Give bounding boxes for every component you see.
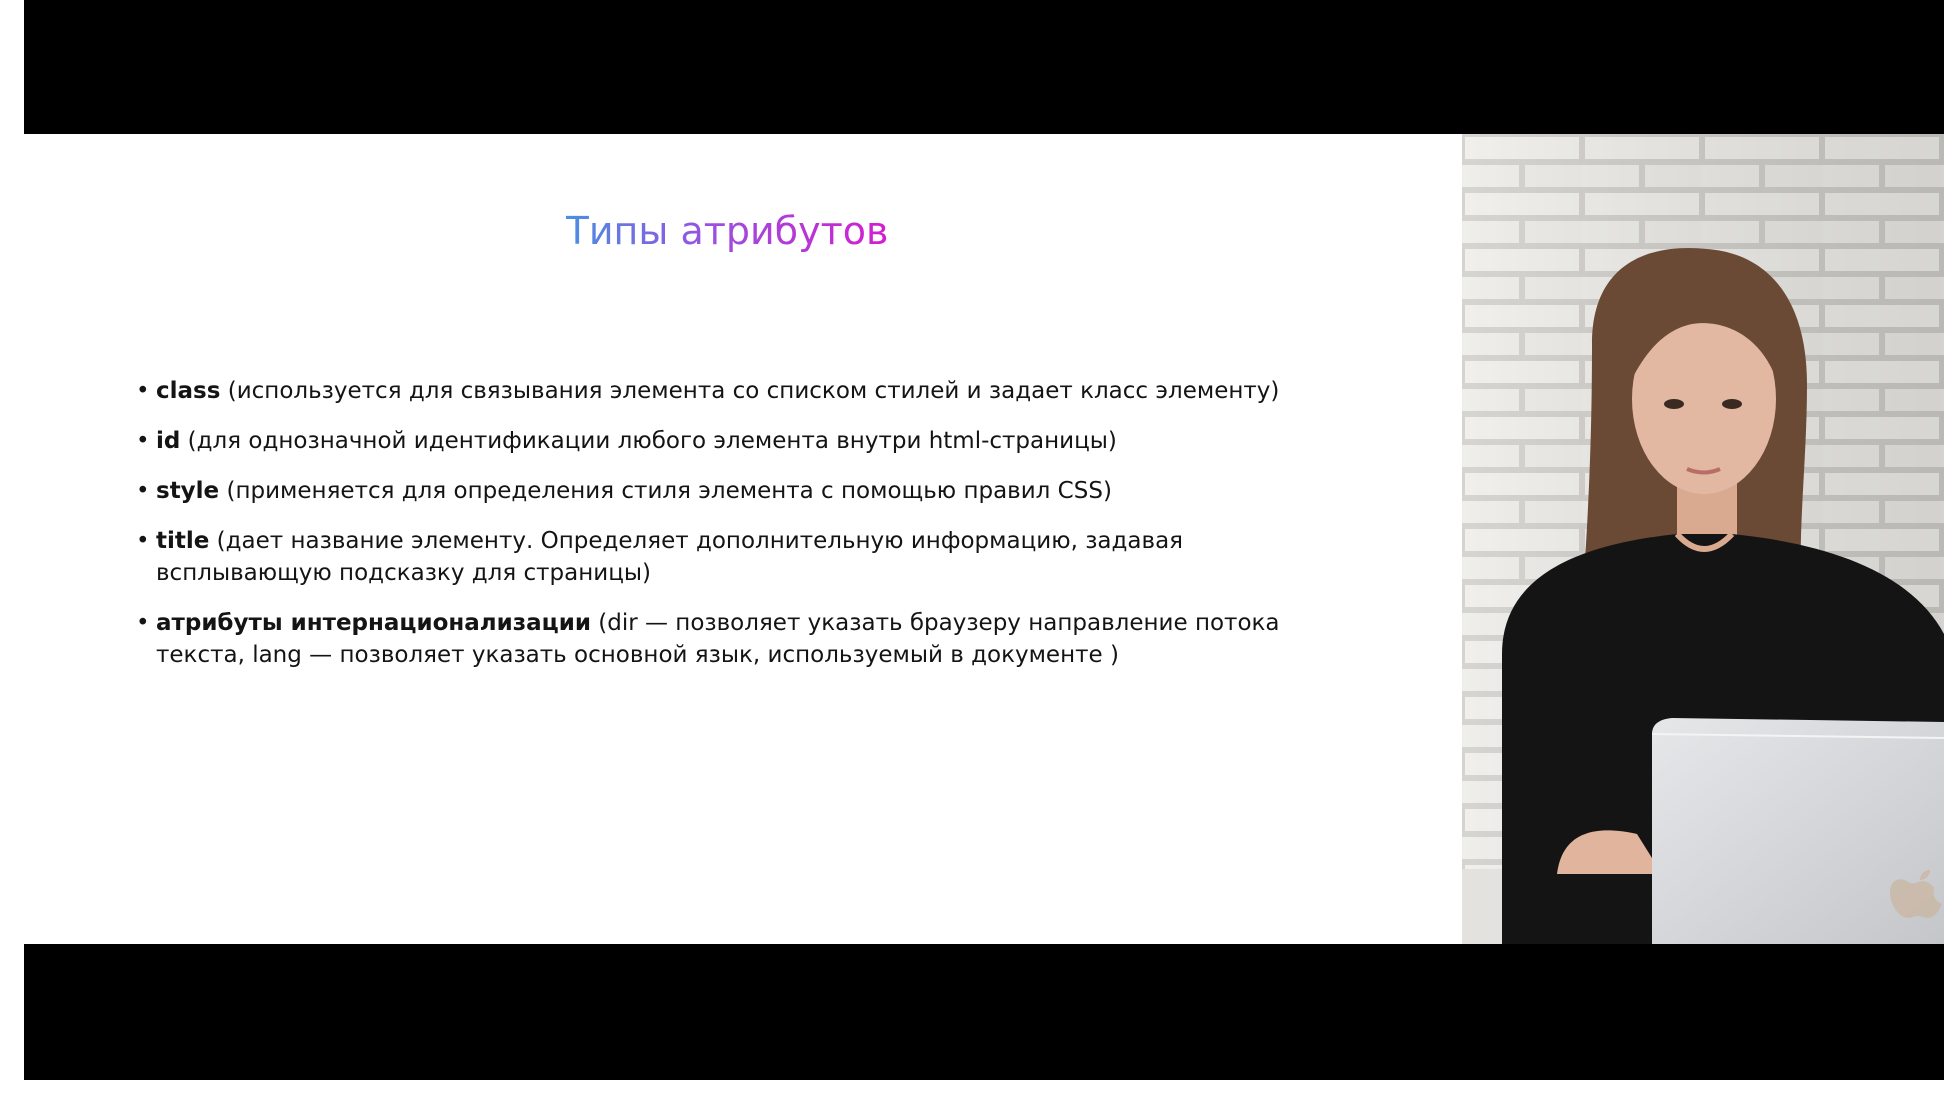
bullet-term: id (156, 428, 181, 454)
bullet-description: (применяется для определения стиля элеме… (219, 478, 1112, 504)
bullet-term: title (156, 528, 210, 554)
presentation-slide: Типы атрибутов • class (используется для… (24, 134, 1462, 944)
apple-logo-icon (1890, 870, 1942, 918)
slide-title: Типы атрибутов (24, 206, 1430, 256)
presenter-webcam (1462, 134, 1944, 944)
slide-title-text: Типы атрибутов (565, 209, 889, 253)
bullet-term: style (156, 478, 220, 504)
bullet-item-class: • class (используется для связывания эле… (136, 375, 1366, 407)
bullet-dot: • (136, 428, 150, 454)
bullet-term: class (156, 378, 221, 404)
presenter-video-frame (1462, 134, 1944, 944)
bullet-term: атрибуты интернационализации (156, 610, 591, 636)
bullet-list: • class (используется для связывания эле… (136, 375, 1366, 689)
bullet-dot: • (136, 528, 150, 554)
bullet-description: (дает название элементу. Определяет допо… (156, 528, 1183, 586)
bullet-item-i18n: • атрибуты интернационализации (dir — по… (136, 607, 1366, 671)
bullet-dot: • (136, 610, 150, 636)
video-player-frame: Типы атрибутов • class (используется для… (24, 0, 1944, 1080)
laptop (1651, 718, 1944, 944)
bullet-item-title: • title (дает название элементу. Определ… (136, 525, 1366, 589)
bullet-description: (используется для связывания элемента со… (220, 378, 1280, 404)
bullet-item-id: • id (для однозначной идентификации любо… (136, 425, 1366, 457)
bullet-dot: • (136, 378, 150, 404)
bullet-item-style: • style (применяется для определения сти… (136, 475, 1366, 507)
bullet-description: (dir — позволяет указать браузеру направ… (156, 610, 1280, 668)
bullet-description: (для однозначной идентификации любого эл… (180, 428, 1117, 454)
bullet-dot: • (136, 478, 150, 504)
